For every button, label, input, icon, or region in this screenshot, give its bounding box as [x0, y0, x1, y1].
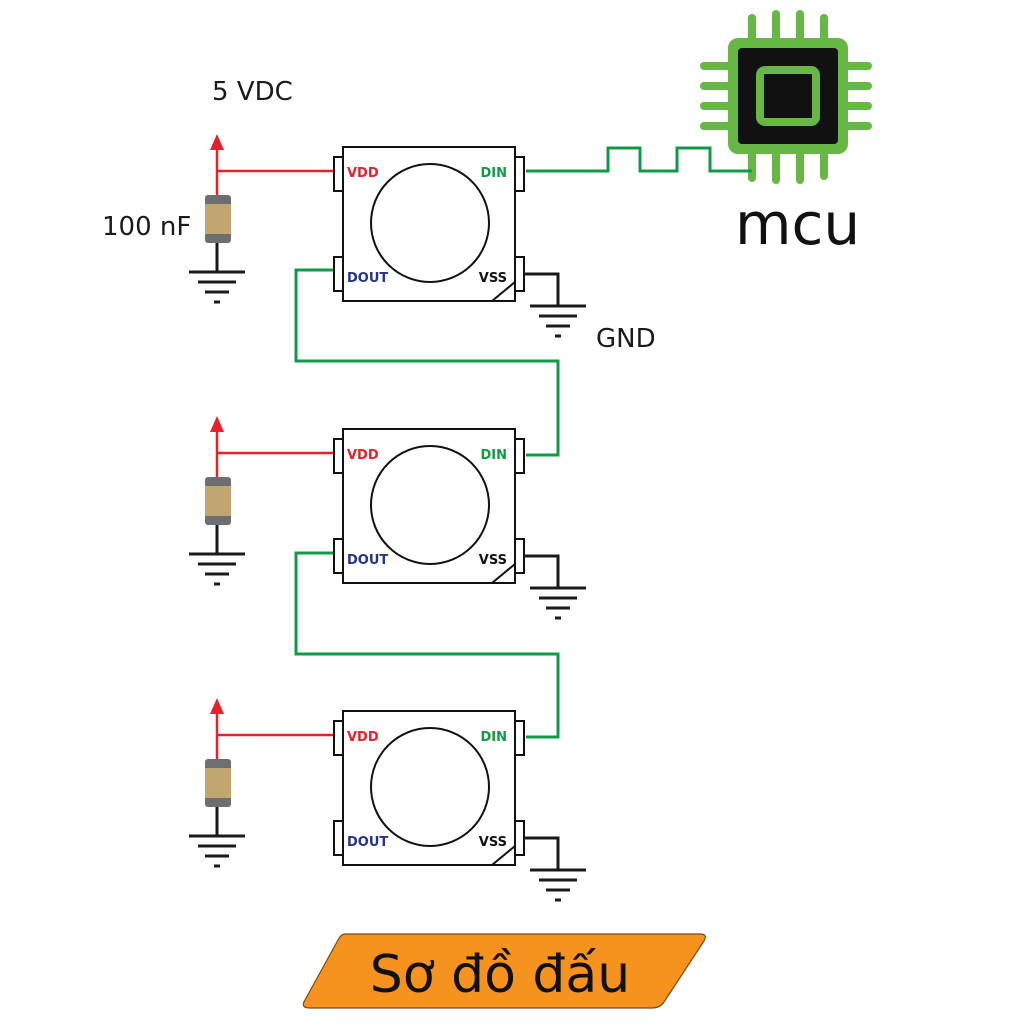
pin-pad	[514, 720, 525, 756]
pin-pad	[514, 256, 525, 292]
vss-ground-icon	[530, 868, 586, 902]
capacitor-ground-icon	[189, 552, 245, 586]
capacitor-ground-icon	[189, 270, 245, 304]
pin-vdd-label: VDD	[347, 730, 379, 745]
capacitor-label: 100 nF	[102, 212, 191, 242]
mcu-data-wire	[526, 146, 752, 173]
pin-pad	[514, 156, 525, 192]
led-lens	[370, 727, 490, 847]
pin-vss-label: VSS	[479, 553, 507, 568]
pin-vdd-label: VDD	[347, 166, 379, 181]
vss-ground-icon	[530, 304, 586, 338]
pin-vss-label: VSS	[479, 271, 507, 286]
vss-wire	[524, 272, 560, 306]
pin-pad	[333, 820, 344, 856]
mcu-chip-icon	[700, 10, 872, 184]
led-module: VDD DIN DOUT VSS	[189, 134, 586, 338]
ground-label: GND	[596, 324, 656, 354]
pin-dout-label: DOUT	[347, 553, 388, 568]
pin-pad	[333, 538, 344, 574]
pin-din-label: DIN	[480, 166, 507, 181]
pin-din-label: DIN	[480, 730, 507, 745]
pin-dout-label: DOUT	[347, 835, 388, 850]
pin-pad	[514, 538, 525, 574]
led-module: VDD DIN DOUT VSS	[189, 698, 586, 902]
pin-dout-label: DOUT	[347, 271, 388, 286]
pin-vdd-label: VDD	[347, 448, 379, 463]
pin-pad	[333, 438, 344, 474]
led1-dout-to-led2-din-wire	[294, 268, 560, 457]
led-lens	[370, 445, 490, 565]
pin-pad	[333, 256, 344, 292]
power-arrow-icon	[210, 698, 224, 714]
pin-vss-label: VSS	[479, 835, 507, 850]
capacitor-ground-icon	[189, 834, 245, 868]
vss-wire	[524, 554, 560, 588]
capacitor-icon	[205, 195, 231, 243]
led-module: VDD DIN DOUT VSS	[189, 416, 586, 620]
supply-label: 5 VDC	[212, 77, 293, 107]
title-banner: Sơ đồ đấu	[302, 933, 706, 1009]
mcu-label: mcu	[735, 190, 860, 258]
pin-pad	[333, 156, 344, 192]
capacitor-icon	[205, 477, 231, 525]
vss-ground-icon	[530, 586, 586, 620]
power-arrow-icon	[210, 134, 224, 150]
pin-din-label: DIN	[480, 448, 507, 463]
vss-wire	[524, 836, 560, 870]
pin-pad	[333, 720, 344, 756]
led2-dout-to-led3-din-wire	[294, 551, 560, 739]
banner-title: Sơ đồ đấu	[370, 945, 631, 1005]
led-lens	[370, 163, 490, 283]
power-arrow-icon	[210, 416, 224, 432]
capacitor-icon	[205, 759, 231, 807]
pin-pad	[514, 438, 525, 474]
pin-pad	[514, 820, 525, 856]
